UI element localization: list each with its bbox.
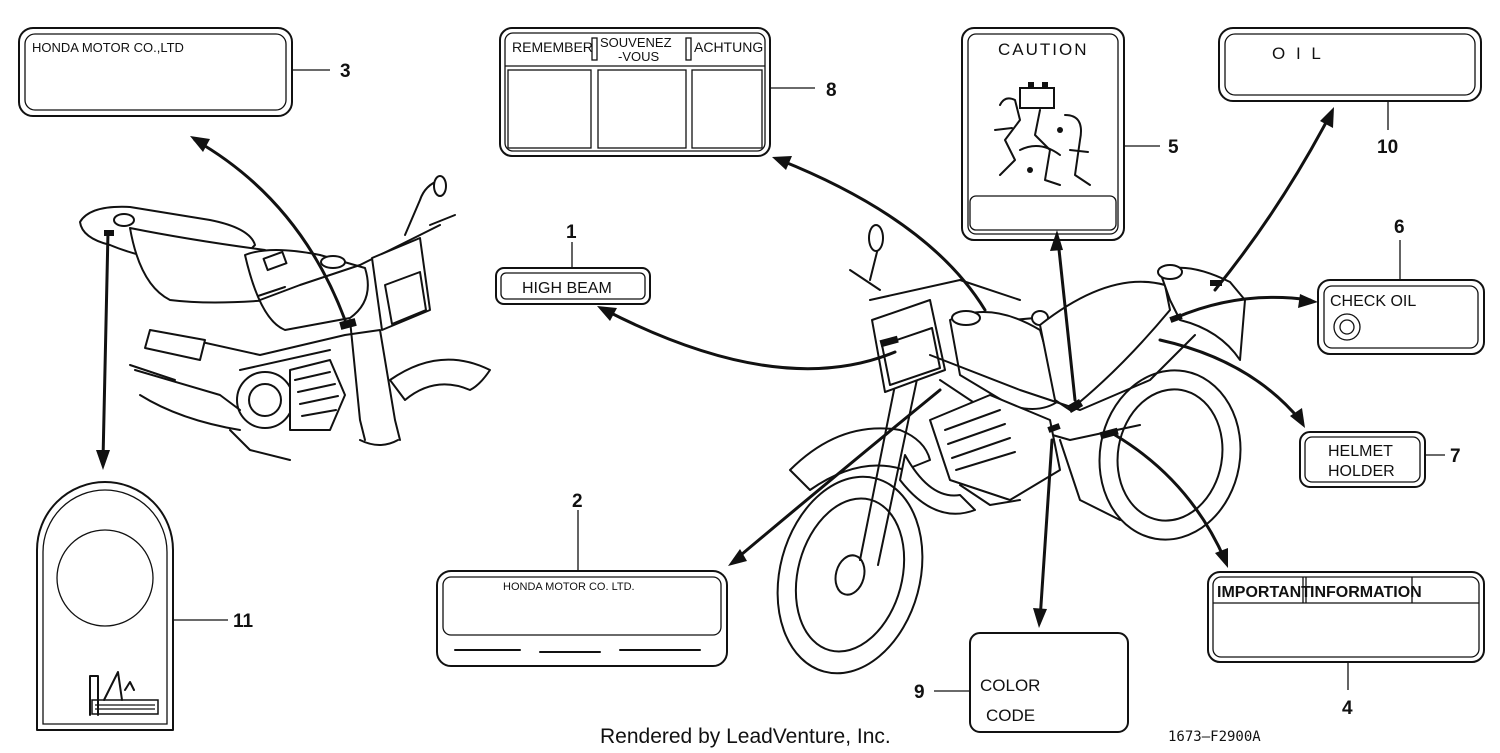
label-8-vous: -VOUS (618, 49, 660, 64)
label-7-helmet-holder: HELMET HOLDER 7 (1299, 431, 1461, 488)
label-11-fuel-pictogram: 11 (36, 481, 254, 731)
callout-2: 2 (572, 491, 583, 512)
label-7-helmet: HELMET (1328, 443, 1393, 460)
fuel-pump-icon (89, 671, 159, 716)
arrow-to-label-1 (603, 308, 897, 371)
label-8-remember-souvenez-achtung: REMEMBER SOUVENEZ -VOUS ACHTUNG 8 (499, 27, 837, 157)
label-11-circle (56, 529, 154, 627)
callout-7: 7 (1450, 446, 1461, 467)
label-8-remember: REMEMBER (512, 39, 593, 55)
callout-4: 4 (1342, 698, 1353, 719)
battery-warning-pictogram (994, 82, 1091, 186)
label-8-souvenez: SOUVENEZ (600, 35, 672, 50)
label-2-text: HONDA MOTOR CO. LTD. (503, 581, 635, 593)
callout-10: 10 (1377, 137, 1398, 158)
label-5-caution: CAUTION 5 (961, 27, 1179, 241)
pointer-arrows (96, 107, 1334, 628)
callout-3: 3 (340, 61, 351, 82)
label-7-holder: HOLDER (1328, 463, 1395, 480)
callout-5: 5 (1168, 137, 1179, 158)
arrow-to-label-4 (1113, 433, 1227, 562)
label-9-code: CODE (986, 706, 1035, 725)
label-3-text: HONDA MOTOR CO.,LTD (32, 40, 184, 55)
arrow-to-label-5 (1056, 238, 1077, 402)
arrow-to-label-3 (193, 138, 347, 322)
label-1-high-beam-text: HIGH BEAM (522, 280, 612, 297)
label-10-oil-text: O I L (1272, 44, 1324, 63)
arrow-to-label-7 (1158, 338, 1302, 422)
label-6-check-oil-text: CHECK OIL (1330, 293, 1416, 310)
label-9-color-code: COLOR CODE 9 (914, 632, 1129, 733)
label-2-honda-motor: HONDA MOTOR CO. LTD. 2 (436, 491, 728, 667)
label-8-achtung: ACHTUNG (694, 39, 763, 55)
arrow-to-label-11 (101, 230, 110, 462)
arrow-to-label-8 (778, 158, 987, 312)
label-4-important: IMPORTANT (1217, 584, 1311, 601)
label-1-high-beam: HIGH BEAM 1 (495, 222, 651, 305)
arrow-to-label-9 (1038, 438, 1054, 622)
label-6-check-oil: CHECK OIL 6 (1317, 217, 1485, 355)
motorcycle-right-illustration (776, 224, 1246, 675)
callout-6: 6 (1394, 217, 1405, 238)
diagram-code: 1673–F2900A (1168, 729, 1261, 745)
label-4-information: INFORMATION (1310, 584, 1422, 601)
callout-1: 1 (566, 222, 577, 243)
oil-cap-icon (1333, 313, 1361, 341)
callout-8: 8 (826, 80, 837, 101)
label-10-oil: O I L 10 (1218, 27, 1482, 158)
label-5-caution-text: CAUTION (998, 40, 1089, 59)
label-9-color: COLOR (980, 676, 1040, 695)
arrow-to-label-10 (1213, 113, 1332, 292)
callout-11: 11 (233, 611, 254, 632)
motorcycle-left-illustration (79, 175, 491, 461)
callout-9: 9 (914, 682, 925, 703)
label-3-honda-motor: HONDA MOTOR CO.,LTD 3 (18, 27, 351, 117)
arrow-to-label-2 (733, 388, 942, 562)
arrow-to-label-6 (1173, 295, 1312, 320)
footer-credit: Rendered by LeadVenture, Inc. (600, 725, 891, 748)
label-4-important-information: IMPORTANT INFORMATION 4 (1207, 571, 1485, 719)
